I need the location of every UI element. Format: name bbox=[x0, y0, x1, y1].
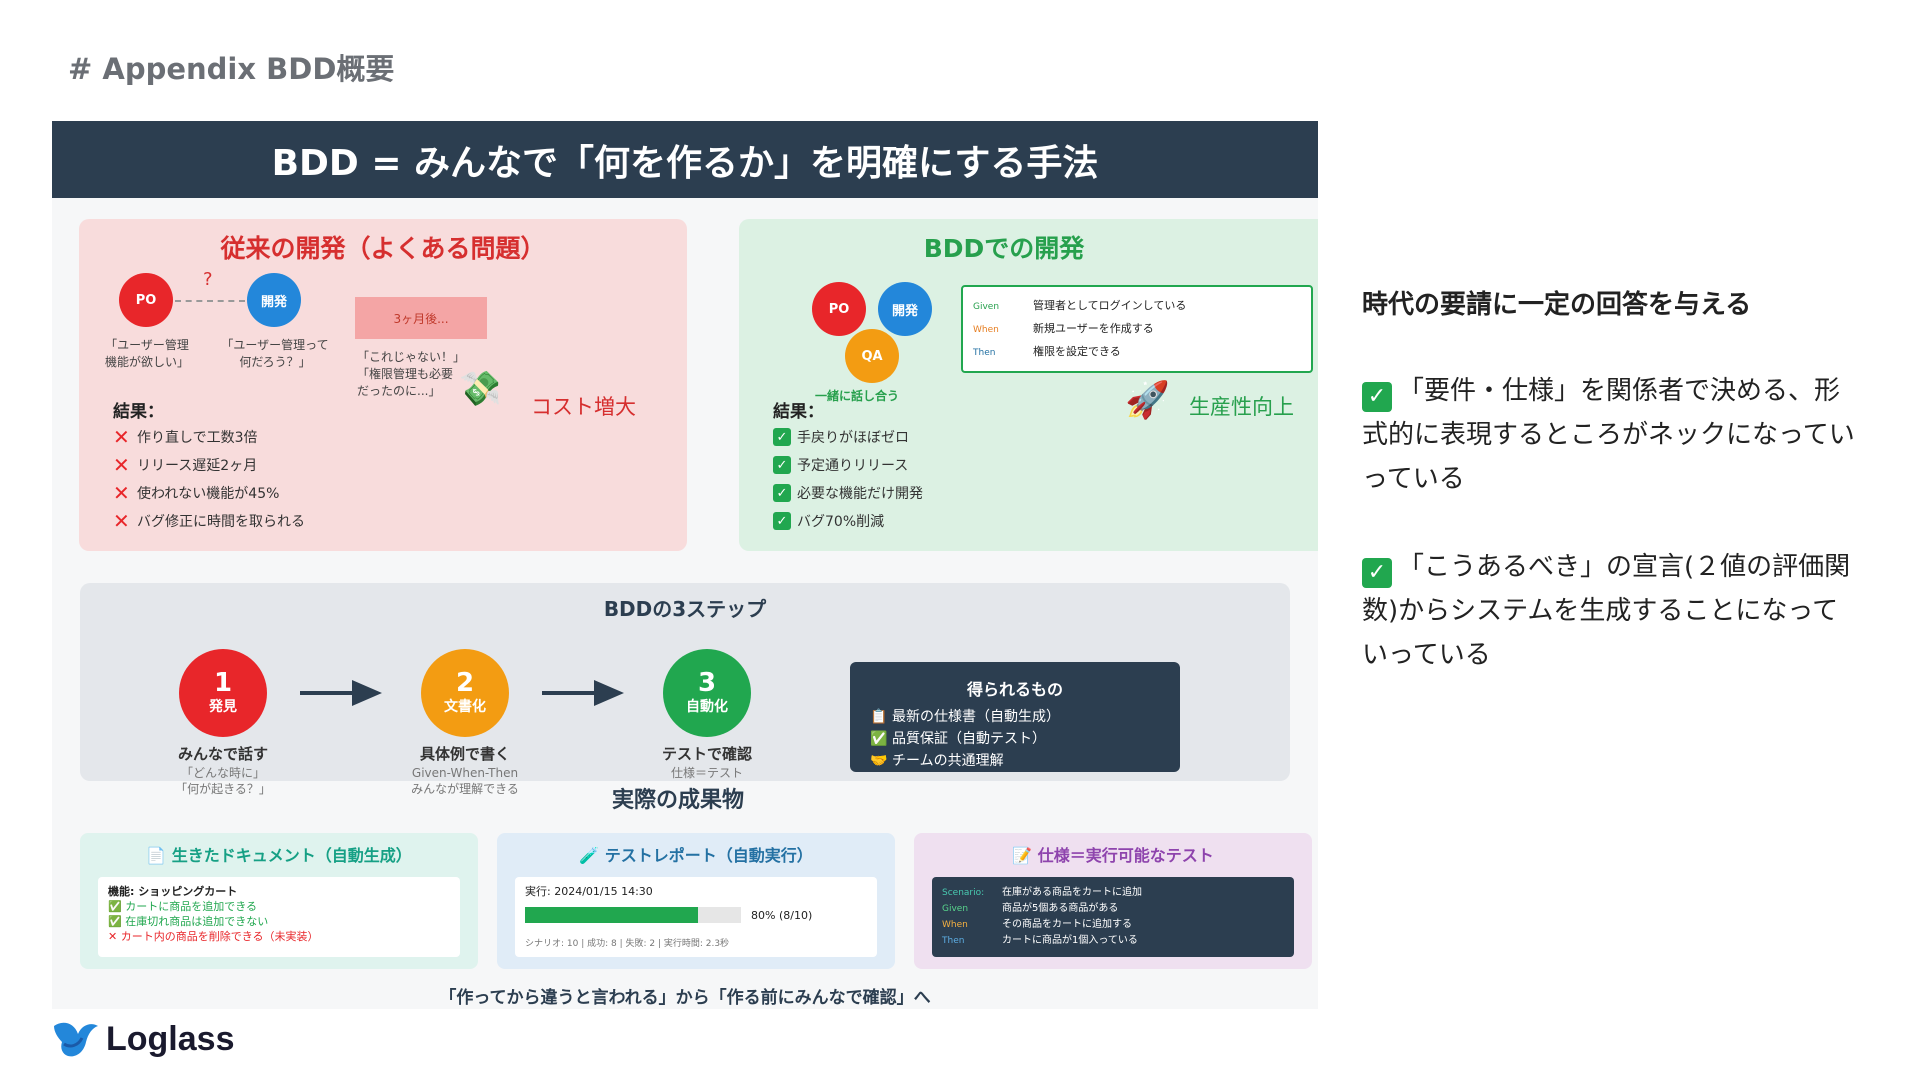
logo-text: Loglass bbox=[106, 1019, 235, 1058]
dev-avatar: 開発 bbox=[247, 273, 301, 327]
steps-title: BDDの3ステップ bbox=[603, 597, 767, 621]
old-results-list: ✕作り直しで工数3倍 ✕リリース遅延2ヶ月 ✕使われない機能が45% ✕バグ修正… bbox=[113, 423, 305, 535]
progress-bar bbox=[525, 907, 741, 923]
list-item: ✕使われない機能が45% bbox=[113, 481, 280, 505]
list-item: ✓必要な機能だけ開発 bbox=[773, 479, 923, 507]
bdd-overview-figure: BDD = みんなで「何を作るか」を明確にする手法 従来の開発（よくある問題） … bbox=[52, 121, 1318, 1009]
x-icon: ✕ bbox=[113, 425, 130, 449]
loglass-bird-icon bbox=[54, 1022, 98, 1057]
list-item: ✕バグ修正に時間を取られる bbox=[113, 509, 305, 533]
traditional-dev-heading: 従来の開発（よくある問題） bbox=[220, 234, 546, 263]
arrow-icon bbox=[542, 680, 624, 706]
clipboard-icon: 📋 bbox=[870, 709, 888, 725]
slide-title: # Appendix BDD概要 bbox=[68, 52, 395, 86]
productivity-label: 生産性向上 bbox=[1189, 395, 1294, 419]
step-2-sub: Given-When-Then みんなが理解できる bbox=[411, 766, 519, 796]
living-doc-body: 機能: ショッピングカート ✅ カートに商品を追加できる ✅ 在庫切れ商品は追加… bbox=[98, 877, 460, 957]
check-icon: ✓ bbox=[1362, 382, 1392, 412]
money-icon: 💸 bbox=[459, 369, 502, 409]
question-mark: ? bbox=[203, 269, 213, 290]
check-icon: ✓ bbox=[773, 484, 791, 502]
x-icon: ✕ bbox=[113, 481, 130, 505]
step-3-label: テストで確認 bbox=[661, 745, 752, 763]
benefits-box: 得られるもの 📋最新の仕様書（自動生成） ✅品質保証（自動テスト） 🤝チームの共… bbox=[850, 662, 1180, 772]
test-report-heading: 🧪 テストレポート（自動実行） bbox=[579, 846, 813, 865]
check-icon: ✓ bbox=[773, 428, 791, 446]
list-item: 📋最新の仕様書（自動生成） bbox=[870, 706, 1180, 728]
benefits-list: 📋最新の仕様書（自動生成） ✅品質保証（自動テスト） 🤝チームの共通理解 bbox=[870, 706, 1180, 772]
po-avatar: PO bbox=[119, 273, 173, 327]
cost-increase-label: コスト増大 bbox=[531, 395, 636, 419]
rocket-icon: 🚀 bbox=[1125, 380, 1170, 421]
po-avatar: PO bbox=[812, 282, 866, 336]
executable-spec-heading: 📝 仕様＝実行可能なテスト bbox=[1012, 846, 1214, 865]
progress-label: 80% (8/10) bbox=[751, 909, 813, 922]
list-item: ✓バグ70%削減 bbox=[773, 507, 923, 535]
dev-quote: 「ユーザー管理って 何だろう？」 bbox=[221, 338, 329, 369]
list-item: ✕リリース遅延2ヶ月 bbox=[113, 453, 258, 477]
memo-icon: 📝 bbox=[1012, 846, 1038, 865]
step-1-sub: 「どんな時に」 「何が起きる？」 bbox=[175, 766, 271, 796]
test-tube-icon: 🧪 bbox=[579, 846, 605, 865]
list-item: ✅品質保証（自動テスト） bbox=[870, 728, 1180, 750]
progress-bar-fill bbox=[525, 907, 698, 923]
step-3-sub: 仕様＝テスト bbox=[670, 766, 743, 780]
list-item: ✓予定通りリリース bbox=[773, 451, 923, 479]
check-icon: ✓ bbox=[773, 512, 791, 530]
check-icon: ✅ bbox=[870, 731, 888, 747]
bdd-dev-heading: BDDでの開発 bbox=[923, 234, 1085, 263]
arrow-icon bbox=[300, 680, 382, 706]
three-months-later-badge: 3ヶ月後... bbox=[355, 297, 487, 339]
speaker-notes: 時代の要請に一定の回答を与える ✓「要件・仕様」を関係者で決める、形式的に表現す… bbox=[1362, 284, 1862, 721]
dev-avatar: 開発 bbox=[878, 282, 932, 336]
list-item: 🤝チームの共通理解 bbox=[870, 750, 1180, 772]
check-icon: ✅ bbox=[108, 900, 126, 913]
note-item: ✓「こうあるべき」の宣言(２値の評価関数)からシステムを生成することになっていっ… bbox=[1362, 552, 1851, 670]
executable-spec-card: 📝 仕様＝実行可能なテスト Scenario:在庫がある商品をカートに追加 Gi… bbox=[914, 833, 1312, 969]
bdd-result-label: 結果： bbox=[773, 402, 824, 422]
together-label: 一緒に話し合う bbox=[815, 389, 900, 403]
living-doc-heading: 📄 生きたドキュメント（自動生成） bbox=[146, 846, 412, 865]
traditional-dev-box: 従来の開発（よくある問題） PO ? 開発 「ユーザー管理 機能が欲しい」 「ユ… bbox=[79, 219, 687, 551]
step-2-label: 具体例で書く bbox=[419, 745, 510, 763]
company-logo: Loglass bbox=[52, 1018, 234, 1060]
check-icon: ✅ bbox=[108, 915, 126, 928]
po-quote: 「ユーザー管理 機能が欲しい」 bbox=[104, 338, 189, 369]
notes-heading: 時代の要請に一定の回答を与える bbox=[1362, 290, 1752, 320]
check-icon: ✓ bbox=[1362, 558, 1392, 588]
x-icon: ✕ bbox=[108, 930, 121, 943]
test-report-body: 実行: 2024/01/15 14:30 80% (8/10) シナリオ: 10… bbox=[515, 877, 877, 957]
old-result-label: 結果： bbox=[113, 402, 164, 422]
test-report-card: 🧪 テストレポート（自動実行） 実行: 2024/01/15 14:30 80%… bbox=[497, 833, 895, 969]
dashed-connector bbox=[175, 300, 245, 302]
living-doc-card: 📄 生きたドキュメント（自動生成） 機能: ショッピングカート ✅ カートに商品… bbox=[80, 833, 478, 969]
x-icon: ✕ bbox=[113, 453, 130, 477]
outcomes-title: 実際の成果物 bbox=[612, 788, 745, 813]
list-item: ✓手戻りがほぼゼロ bbox=[773, 423, 923, 451]
figure-banner: BDD = みんなで「何を作るか」を明確にする手法 bbox=[52, 121, 1318, 198]
list-item: ✕作り直しで工数3倍 bbox=[113, 425, 258, 449]
benefits-title: 得られるもの bbox=[966, 680, 1063, 699]
note-item: ✓「要件・仕様」を関係者で決める、形式的に表現するところがネックになっていってい… bbox=[1362, 376, 1855, 494]
later-quote: 「これじゃない！」 「権限管理も必要 だったのに...」 bbox=[357, 350, 466, 398]
handshake-icon: 🤝 bbox=[870, 753, 888, 769]
step-1-label: みんなで話す bbox=[177, 745, 268, 763]
x-icon: ✕ bbox=[113, 509, 130, 533]
figure-footer: 「作ってから違うと言われる」から「作る前にみんなで確認」へ bbox=[439, 988, 931, 1008]
document-icon: 📄 bbox=[146, 846, 172, 865]
check-icon: ✓ bbox=[773, 456, 791, 474]
report-summary: シナリオ: 10 | 成功: 8 | 失敗: 2 | 実行時間: 2.3秒 bbox=[525, 939, 730, 949]
qa-avatar: QA bbox=[845, 329, 899, 383]
bdd-results-list: ✓手戻りがほぼゼロ ✓予定通りリリース ✓必要な機能だけ開発 ✓バグ70%削減 bbox=[773, 423, 923, 535]
